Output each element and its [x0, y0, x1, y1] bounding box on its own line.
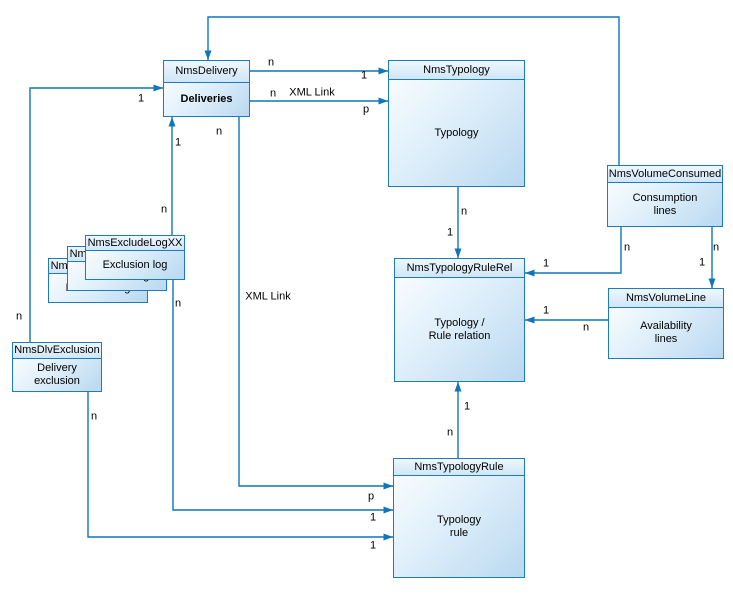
- entity-label: Exclusion log: [86, 251, 184, 279]
- connector-excludelog-typologyrule: [172, 280, 393, 514]
- entity-nmsexcludelogxx[interactable]: NmsExcludeLogXX Exclusion log: [85, 235, 185, 280]
- connector-delivery-typologyrule-xml: [238, 117, 393, 490]
- cardinality-label: n: [269, 87, 277, 100]
- connector-dlvexclusion-typologyrule: [87, 392, 393, 541]
- cardinality-label: n: [623, 241, 631, 254]
- link-label: XML Link: [245, 290, 291, 303]
- cardinality-label: p: [367, 490, 375, 503]
- cardinality-label: 1: [446, 226, 454, 239]
- entity-title: NmsVolumeLine: [609, 289, 723, 308]
- entity-title: NmsTypologyRule: [394, 459, 524, 476]
- entity-title: NmsTypologyRuleRel: [395, 259, 524, 278]
- cardinality-label: 1: [369, 539, 377, 552]
- cardinality-label: 1: [137, 92, 145, 105]
- entity-nmstypologyrulerel[interactable]: NmsTypologyRuleRel Typology / Rule relat…: [394, 258, 525, 382]
- cardinality-label: p: [362, 103, 370, 116]
- cardinality-label: n: [90, 410, 98, 423]
- entity-label: Deliveries: [164, 83, 249, 116]
- entity-title: NmsExcludeLogXX: [86, 236, 184, 251]
- entity-title: NmsDlvExclusion: [13, 343, 101, 359]
- entity-label: Typology rule: [394, 476, 524, 577]
- cardinality-label: n: [267, 56, 275, 69]
- cardinality-label: n: [446, 426, 454, 439]
- entity-label: Delivery exclusion: [13, 359, 101, 391]
- connector-dlvexclusion-delivery: [29, 84, 163, 342]
- cardinality-label: 1: [174, 136, 182, 149]
- entity-nmsdlvexclusion[interactable]: NmsDlvExclusion Delivery exclusion: [12, 342, 102, 392]
- entity-nmstypology[interactable]: NmsTypology Typology: [388, 60, 525, 187]
- entity-title: NmsTypology: [389, 61, 524, 80]
- entity-label: Typology: [389, 80, 524, 186]
- cardinality-label: n: [15, 310, 23, 323]
- cardinality-label: n: [215, 125, 223, 138]
- entity-nmsdelivery[interactable]: NmsDelivery Deliveries: [163, 60, 250, 117]
- entity-label: Typology / Rule relation: [395, 278, 524, 381]
- cardinality-label: 1: [542, 257, 550, 270]
- entity-title: NmsVolumeConsumed: [608, 166, 722, 183]
- link-label: XML Link: [289, 86, 335, 99]
- cardinality-label: n: [712, 241, 720, 254]
- cardinality-label: 1: [542, 304, 550, 317]
- connector-volumeconsumed-rulerel: [525, 227, 622, 277]
- cardinality-label: n: [460, 205, 468, 218]
- cardinality-label: n: [582, 321, 590, 334]
- entity-label: Availability lines: [609, 308, 723, 358]
- cardinality-label: 1: [463, 400, 471, 413]
- cardinality-label: 1: [698, 256, 706, 269]
- entity-nmsvolumeline[interactable]: NmsVolumeLine Availability lines: [608, 288, 724, 359]
- cardinality-label: n: [160, 203, 168, 216]
- entity-label: Consumption lines: [608, 183, 722, 226]
- entity-nmstypologyrule[interactable]: NmsTypologyRule Typology rule: [393, 458, 525, 578]
- cardinality-label: 1: [360, 69, 368, 82]
- cardinality-label: 1: [369, 511, 377, 524]
- entity-title: NmsDelivery: [164, 61, 249, 83]
- entity-nmsvolumeconsumed[interactable]: NmsVolumeConsumed Consumption lines: [607, 165, 723, 227]
- cardinality-label: n: [174, 297, 182, 310]
